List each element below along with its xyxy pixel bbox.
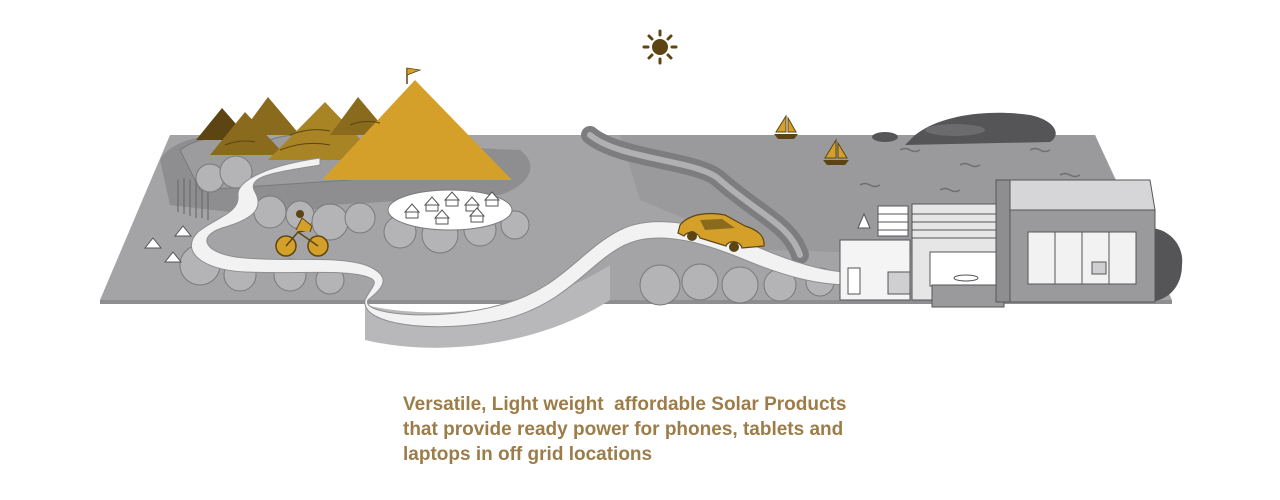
tagline-line: laptops in off grid locations bbox=[403, 444, 653, 465]
tagline: Versatile, Light weight affordable Solar… bbox=[403, 392, 963, 467]
rocks bbox=[872, 112, 1056, 145]
flag-icon bbox=[406, 67, 422, 84]
sailboat-icon bbox=[774, 114, 798, 139]
sun-icon bbox=[642, 29, 678, 65]
house-icon bbox=[839, 179, 1183, 308]
landscape-illustration bbox=[100, 29, 1183, 348]
tent-icon bbox=[143, 225, 193, 263]
sailboat-icon bbox=[823, 138, 849, 165]
mountains bbox=[196, 80, 512, 180]
village bbox=[387, 189, 513, 231]
hut-icon bbox=[403, 191, 501, 225]
tagline-line: Versatile, Light weight affordable Solar… bbox=[403, 394, 847, 415]
cyclist-icon bbox=[275, 210, 329, 257]
tagline-line: that provide ready power for phones, tab… bbox=[403, 419, 844, 440]
car-icon bbox=[677, 213, 765, 252]
water-ripples bbox=[859, 147, 1081, 193]
